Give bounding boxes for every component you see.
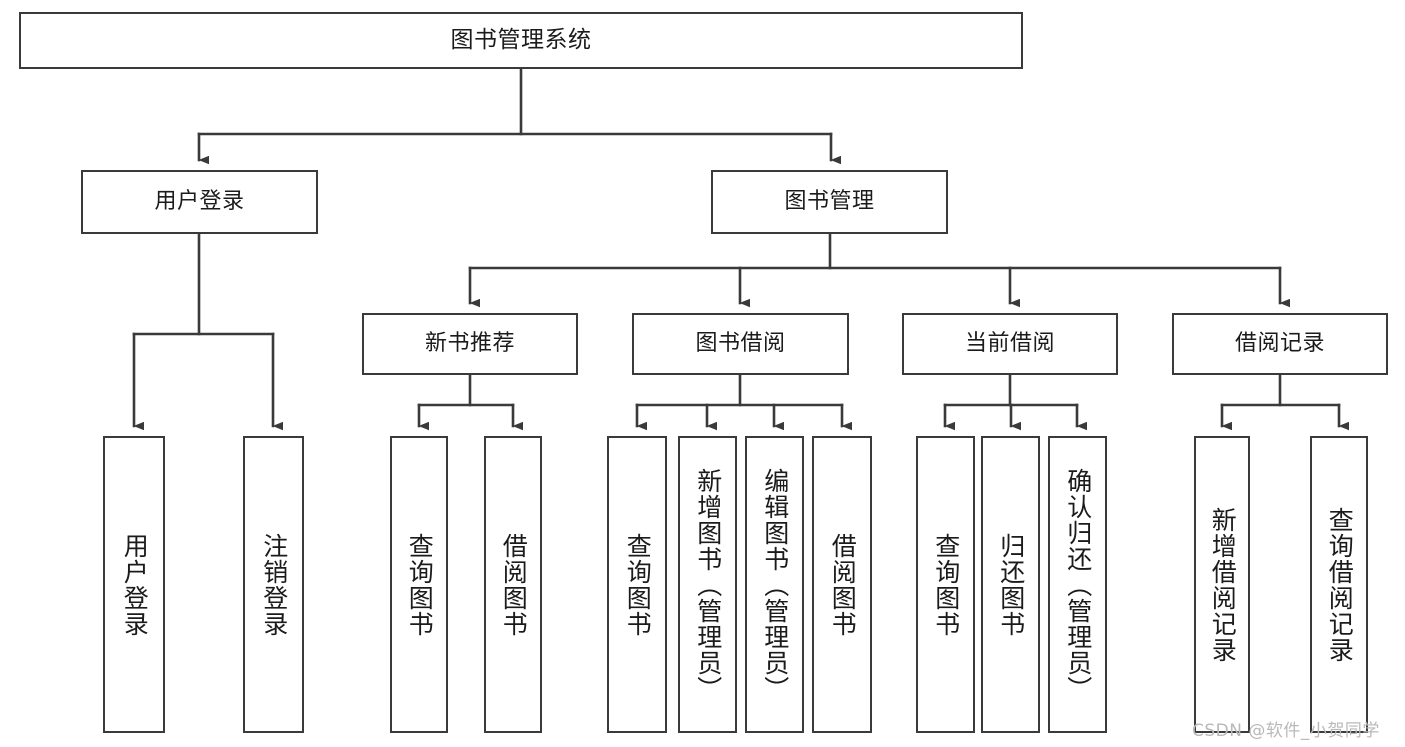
node-leaf-borrow-book-2-label: 借阅图书 <box>828 532 858 637</box>
node-leaf-confirm-return-admin-label: 确认归还（管理员） <box>1063 467 1093 702</box>
node-borrow-record[interactable]: 借阅记录 <box>1172 313 1388 375</box>
node-leaf-query-book-1-label: 查询图书 <box>405 532 435 637</box>
node-user-login[interactable]: 用户登录 <box>81 170 318 234</box>
node-leaf-confirm-return-admin[interactable]: 确认归还（管理员） <box>1048 436 1107 733</box>
node-leaf-user-login[interactable]: 用户登录 <box>103 436 165 733</box>
node-leaf-edit-book-admin[interactable]: 编辑图书（管理员） <box>745 436 804 733</box>
node-leaf-add-borrow-record-label: 新增借阅记录 <box>1208 506 1238 663</box>
node-leaf-query-book-2[interactable]: 查询图书 <box>607 436 667 733</box>
node-leaf-borrow-book-1[interactable]: 借阅图书 <box>484 436 542 733</box>
node-leaf-borrow-book-2[interactable]: 借阅图书 <box>812 436 872 733</box>
node-user-login-label: 用户登录 <box>154 188 245 214</box>
node-leaf-user-logout[interactable]: 注销登录 <box>243 436 304 733</box>
node-book-borrow-label: 图书借阅 <box>695 330 786 356</box>
node-new-book-recommend[interactable]: 新书推荐 <box>362 313 578 375</box>
node-new-book-recommend-label: 新书推荐 <box>424 330 515 356</box>
node-leaf-add-borrow-record[interactable]: 新增借阅记录 <box>1194 436 1250 733</box>
node-leaf-user-login-label: 用户登录 <box>120 532 150 637</box>
node-leaf-add-book-admin[interactable]: 新增图书（管理员） <box>678 436 737 733</box>
node-leaf-query-borrow-record-label: 查询借阅记录 <box>1325 506 1355 663</box>
node-root-label: 图书管理系统 <box>450 27 592 54</box>
node-book-borrow[interactable]: 图书借阅 <box>632 313 849 375</box>
node-root[interactable]: 图书管理系统 <box>19 12 1023 69</box>
node-leaf-return-book-label: 归还图书 <box>996 532 1026 637</box>
node-book-manage[interactable]: 图书管理 <box>711 170 948 234</box>
csdn-watermark: CSDN @软件_小贺同学 <box>1192 721 1380 741</box>
node-leaf-edit-book-admin-label: 编辑图书（管理员） <box>760 467 790 702</box>
node-leaf-query-book-3[interactable]: 查询图书 <box>916 436 975 733</box>
node-leaf-query-borrow-record[interactable]: 查询借阅记录 <box>1310 436 1368 733</box>
node-leaf-return-book[interactable]: 归还图书 <box>981 436 1040 733</box>
node-leaf-borrow-book-1-label: 借阅图书 <box>499 532 529 637</box>
node-book-manage-label: 图书管理 <box>784 188 875 214</box>
node-leaf-add-book-admin-label: 新增图书（管理员） <box>693 467 723 702</box>
node-leaf-query-book-1[interactable]: 查询图书 <box>390 436 448 733</box>
node-leaf-query-book-2-label: 查询图书 <box>623 532 653 637</box>
node-current-borrow-label: 当前借阅 <box>964 330 1055 356</box>
node-leaf-query-book-3-label: 查询图书 <box>931 532 961 637</box>
node-current-borrow[interactable]: 当前借阅 <box>902 313 1118 375</box>
node-leaf-user-logout-label: 注销登录 <box>259 532 289 637</box>
node-borrow-record-label: 借阅记录 <box>1234 330 1325 356</box>
